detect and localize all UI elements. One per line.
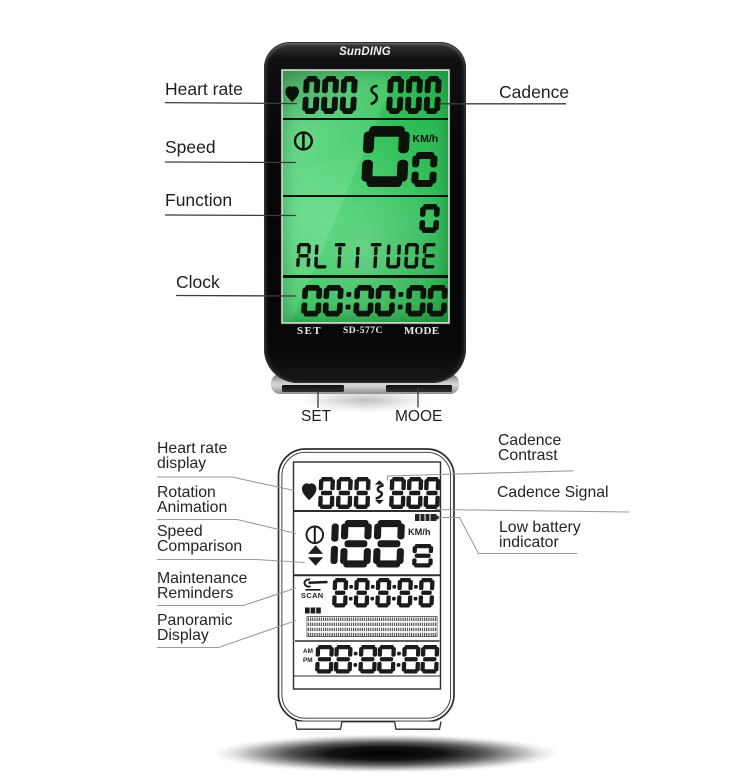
callout-mode-button: MOOE bbox=[395, 408, 443, 425]
callout-function: Function bbox=[165, 190, 233, 210]
diagram-speed-value bbox=[326, 519, 406, 568]
mode-button-tab[interactable] bbox=[386, 384, 452, 392]
diagram-speed-decimal bbox=[411, 543, 434, 568]
callout-low-battery: Low battery indicator bbox=[499, 519, 581, 551]
callout-clock: Clock bbox=[176, 272, 220, 292]
cadence-value bbox=[385, 76, 443, 114]
diagram-cadence-value bbox=[389, 477, 442, 509]
speed-value bbox=[361, 126, 411, 187]
callout-panoramic-display: Panoramic Display bbox=[157, 612, 233, 644]
panoramic-band bbox=[306, 616, 438, 637]
lcd-divider-1 bbox=[283, 117, 448, 121]
callout-maintenance-reminders: Maintenance Reminders bbox=[157, 570, 248, 602]
wrench-icon bbox=[303, 578, 328, 591]
diagram-am-label: AM bbox=[303, 648, 313, 655]
heart-rate-value bbox=[302, 76, 359, 114]
diagram-heart-icon bbox=[302, 483, 317, 501]
callout-cadence: Cadence bbox=[499, 82, 570, 102]
diagram-distance-value bbox=[331, 577, 436, 608]
diagram-speed-unit-label: KM/h bbox=[408, 526, 431, 537]
bezel-strip: SET SD-577C MODE bbox=[283, 323, 448, 339]
battery-icon bbox=[415, 514, 439, 521]
callout-rotation-animation: Rotation Animation bbox=[157, 484, 228, 516]
bezel-model-label: SD-577C bbox=[343, 325, 383, 336]
callout-set-button: SET bbox=[301, 408, 332, 425]
device-reflection bbox=[274, 394, 456, 428]
clock-value bbox=[301, 284, 449, 317]
lcd-divider-3 bbox=[283, 275, 448, 278]
diagram-pm-label: PM bbox=[303, 656, 313, 664]
callout-speed-comparison: Speed Comparison bbox=[157, 523, 243, 555]
callout-heart-rate-display: Heart rate display bbox=[157, 440, 228, 472]
bezel-mode-label[interactable]: MODE bbox=[404, 324, 440, 337]
lcd-divider-2 bbox=[283, 194, 448, 198]
brand-logo: SunDING bbox=[339, 46, 391, 58]
function-value bbox=[419, 203, 441, 233]
function-label bbox=[295, 242, 438, 269]
speed-comparison-arrows-icon bbox=[308, 545, 324, 566]
diagram-rotation-circle-icon bbox=[305, 525, 325, 545]
diagram-cadence-signal-arrows-icon bbox=[374, 480, 384, 505]
leader-cadence-signal bbox=[434, 508, 630, 513]
callout-cadence-signal: Cadence Signal bbox=[497, 484, 609, 501]
set-button-tab[interactable] bbox=[282, 384, 344, 392]
callout-heart-rate: Heart rate bbox=[165, 79, 243, 99]
callout-speed: Speed bbox=[165, 137, 216, 157]
leader-speed-comparison bbox=[157, 558, 305, 564]
diagram-clock-value bbox=[314, 645, 440, 674]
callout-cadence-contrast: Cadence Contrast bbox=[498, 432, 562, 464]
diagram-heart-rate-value bbox=[317, 477, 372, 509]
diagram-shadow bbox=[180, 735, 592, 779]
bezel-set-label[interactable]: SET bbox=[297, 324, 322, 337]
diagram-foot-right[interactable] bbox=[393, 721, 442, 730]
speed-decimal bbox=[411, 152, 439, 187]
diagram-scan-label: SCAN bbox=[301, 591, 324, 600]
speed-unit-label: KM/h bbox=[412, 133, 439, 145]
diagram-foot-left[interactable] bbox=[294, 721, 343, 730]
panoramic-squares-icon bbox=[305, 607, 321, 614]
